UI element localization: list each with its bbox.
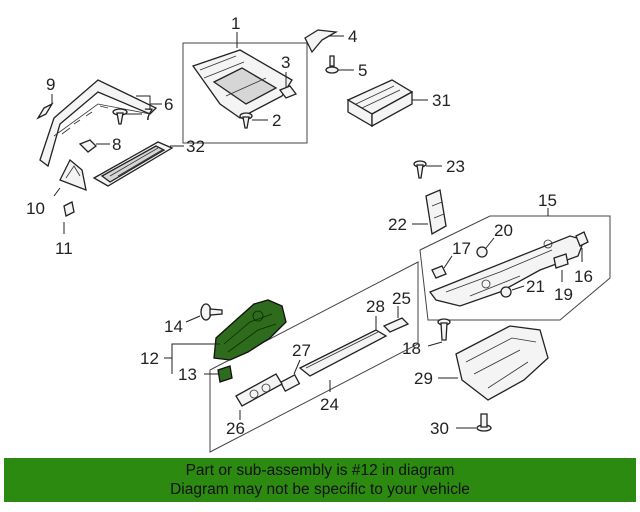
part-27-switch[interactable] xyxy=(279,373,301,393)
callout-3: 3 xyxy=(281,53,290,72)
part-20-nut[interactable] xyxy=(476,246,488,258)
part-29-lower-panel[interactable] xyxy=(455,325,549,401)
banner-line-2: Diagram may not be specific to your vehi… xyxy=(170,481,470,498)
callout-21: 21 xyxy=(526,277,545,296)
part-3-clip[interactable] xyxy=(278,85,298,99)
part-17-nut[interactable] xyxy=(431,265,447,279)
callout-22: 22 xyxy=(388,215,407,234)
callout-2: 2 xyxy=(272,111,281,130)
part-13-clip[interactable] xyxy=(217,365,233,383)
group-frame-1 xyxy=(182,42,308,144)
callout-5: 5 xyxy=(358,61,367,80)
part-26-switch-panel[interactable] xyxy=(235,373,283,407)
part-32-grille[interactable] xyxy=(92,141,174,187)
callout-29: 29 xyxy=(414,369,433,388)
callout-1: 1 xyxy=(231,14,240,33)
callout-7: 7 xyxy=(144,105,153,124)
part-10-end-cap[interactable] xyxy=(59,158,87,192)
part-28-long-trim[interactable] xyxy=(298,329,388,377)
part-11-clip[interactable] xyxy=(63,201,75,217)
part-22-bracket[interactable] xyxy=(425,189,447,236)
group-frame-24 xyxy=(209,261,419,453)
part-8-bracket[interactable] xyxy=(78,139,97,153)
callout-4: 4 xyxy=(348,27,357,46)
callout-30: 30 xyxy=(430,419,449,438)
part-16-clip[interactable] xyxy=(575,231,589,247)
callout-15: 15 xyxy=(538,191,557,210)
part-4-trim[interactable] xyxy=(304,29,339,54)
callout-10: 10 xyxy=(26,199,45,218)
callout-19: 19 xyxy=(554,285,573,304)
part-14-screw[interactable] xyxy=(200,303,223,321)
callout-23: 23 xyxy=(446,157,465,176)
callout-12: 12 xyxy=(140,349,159,368)
callout-32: 32 xyxy=(186,137,205,156)
callout-14: 14 xyxy=(164,317,183,336)
part-31-module[interactable] xyxy=(346,79,414,128)
callout-8: 8 xyxy=(112,135,121,154)
callout-6: 6 xyxy=(164,95,173,114)
part-1-dash-cover[interactable] xyxy=(191,49,293,119)
part-2-screw[interactable] xyxy=(239,112,253,129)
part-19-clip[interactable] xyxy=(553,253,569,269)
callout-18: 18 xyxy=(402,339,421,358)
callout-28: 28 xyxy=(366,297,385,316)
callout-20: 20 xyxy=(494,221,513,240)
parts-diagram: 1 3 2 4 5 31 6 7 9 xyxy=(26,14,611,453)
info-banner: Part or sub-assembly is #12 in diagram D… xyxy=(4,458,636,502)
part-23-screw[interactable] xyxy=(413,160,427,179)
part-30-bolt[interactable] xyxy=(476,413,492,432)
part-18-bolt[interactable] xyxy=(437,318,451,341)
part-9-insert[interactable] xyxy=(36,102,54,120)
callout-31: 31 xyxy=(432,91,451,110)
callout-17: 17 xyxy=(452,239,471,258)
part-21-nut[interactable] xyxy=(500,286,512,298)
callout-16: 16 xyxy=(574,267,593,286)
callout-27: 27 xyxy=(292,341,311,360)
part-5-bolt[interactable] xyxy=(325,55,339,74)
part-12-highlighted-cluster[interactable] xyxy=(213,299,287,361)
callout-13: 13 xyxy=(178,365,197,384)
part-15-bracket-assembly[interactable] xyxy=(428,235,585,307)
group-frame-15 xyxy=(419,215,611,321)
callout-24: 24 xyxy=(320,395,339,414)
part-7-clip[interactable] xyxy=(112,108,128,125)
part-25-trim-piece[interactable] xyxy=(382,317,410,333)
callout-25: 25 xyxy=(392,289,411,308)
callout-11: 11 xyxy=(55,239,73,258)
part-6-trim-strip[interactable] xyxy=(39,79,158,168)
banner-line-1: Part or sub-assembly is #12 in diagram xyxy=(185,462,455,479)
callout-9: 9 xyxy=(46,75,55,94)
callout-26: 26 xyxy=(226,419,245,438)
